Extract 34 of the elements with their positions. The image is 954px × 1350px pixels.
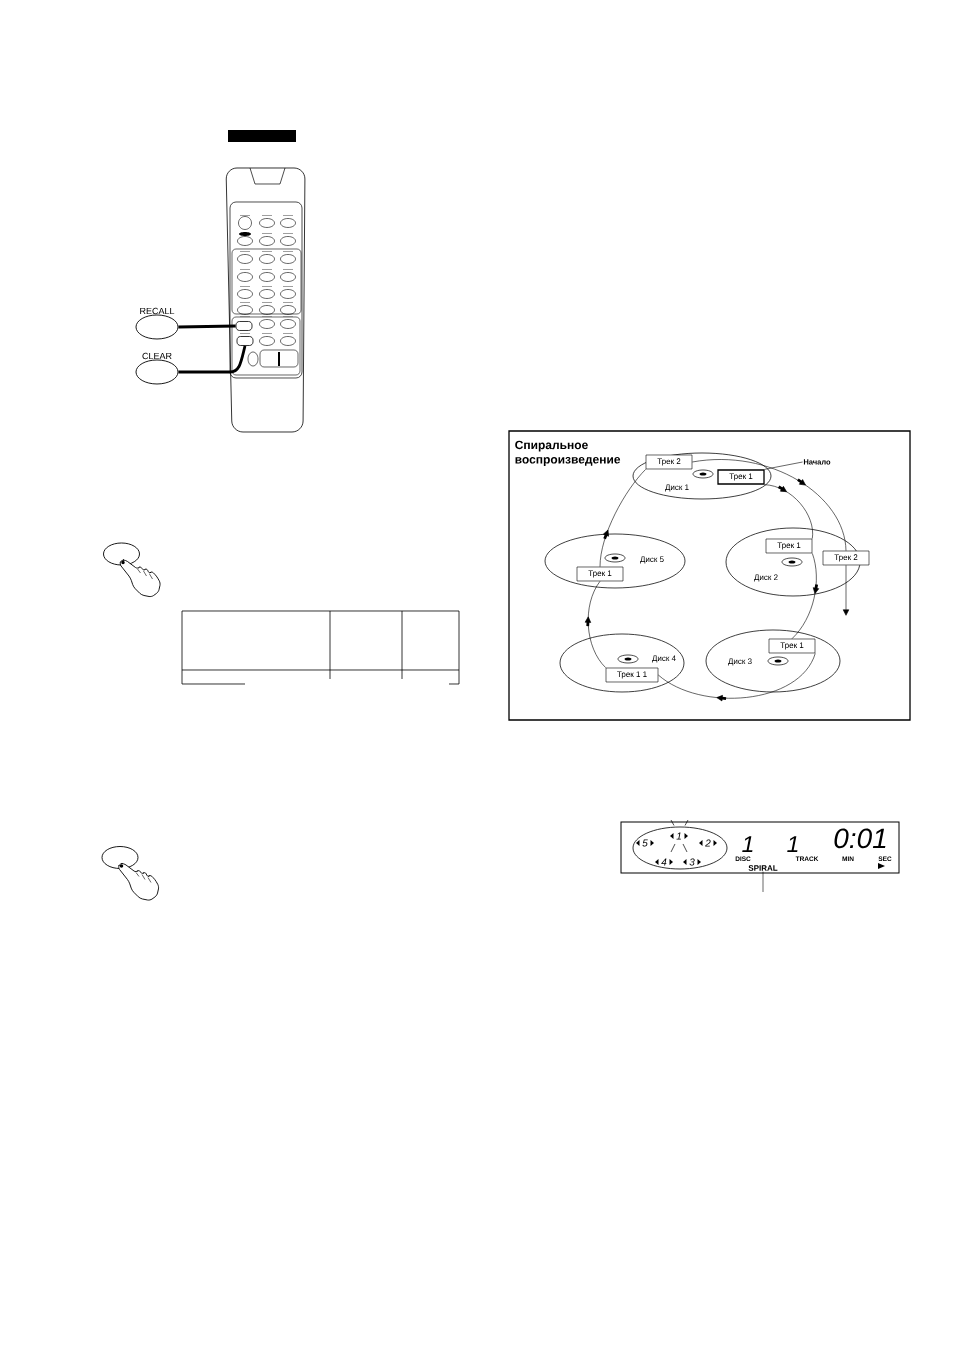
track-number: 1	[787, 836, 798, 852]
leader-line	[178, 345, 247, 374]
mode-label: SPIRAL	[748, 865, 778, 871]
arrow	[764, 484, 813, 539]
track-box: Трек 1	[768, 638, 816, 654]
node-label: CLEAR	[142, 352, 172, 360]
track-box: Трек 1	[717, 469, 765, 485]
remote-button: CLEAR	[135, 352, 179, 385]
arrow	[791, 553, 820, 639]
node-label: 3	[689, 858, 695, 866]
remote-key	[235, 321, 253, 331]
node-label: 5	[642, 839, 648, 847]
node-label: 4	[661, 858, 667, 866]
arrow	[842, 565, 850, 616]
node-label: 2	[705, 839, 711, 847]
track-box: Трек 2	[822, 550, 870, 566]
remote-key	[236, 336, 254, 346]
disc-indicator: 5 1 2 4 3	[632, 826, 728, 870]
node-label: 1	[676, 832, 681, 840]
leader-line	[762, 871, 764, 893]
disc-number: 1	[742, 836, 753, 852]
arrow	[692, 459, 847, 551]
track-box: Трек 1	[576, 566, 624, 582]
arrow	[658, 653, 816, 702]
time-readout: 0:01	[834, 828, 886, 849]
track-box: Трек 2	[645, 454, 693, 470]
track-box: Трек 1	[765, 538, 813, 554]
leader-line	[178, 324, 236, 329]
track-box: Трек 1 1	[605, 667, 659, 683]
node-label: RECALL	[140, 307, 175, 315]
remote-button: RECALL	[135, 307, 179, 340]
arrow	[584, 581, 606, 668]
leader-line	[764, 461, 803, 470]
arrow	[599, 469, 646, 567]
